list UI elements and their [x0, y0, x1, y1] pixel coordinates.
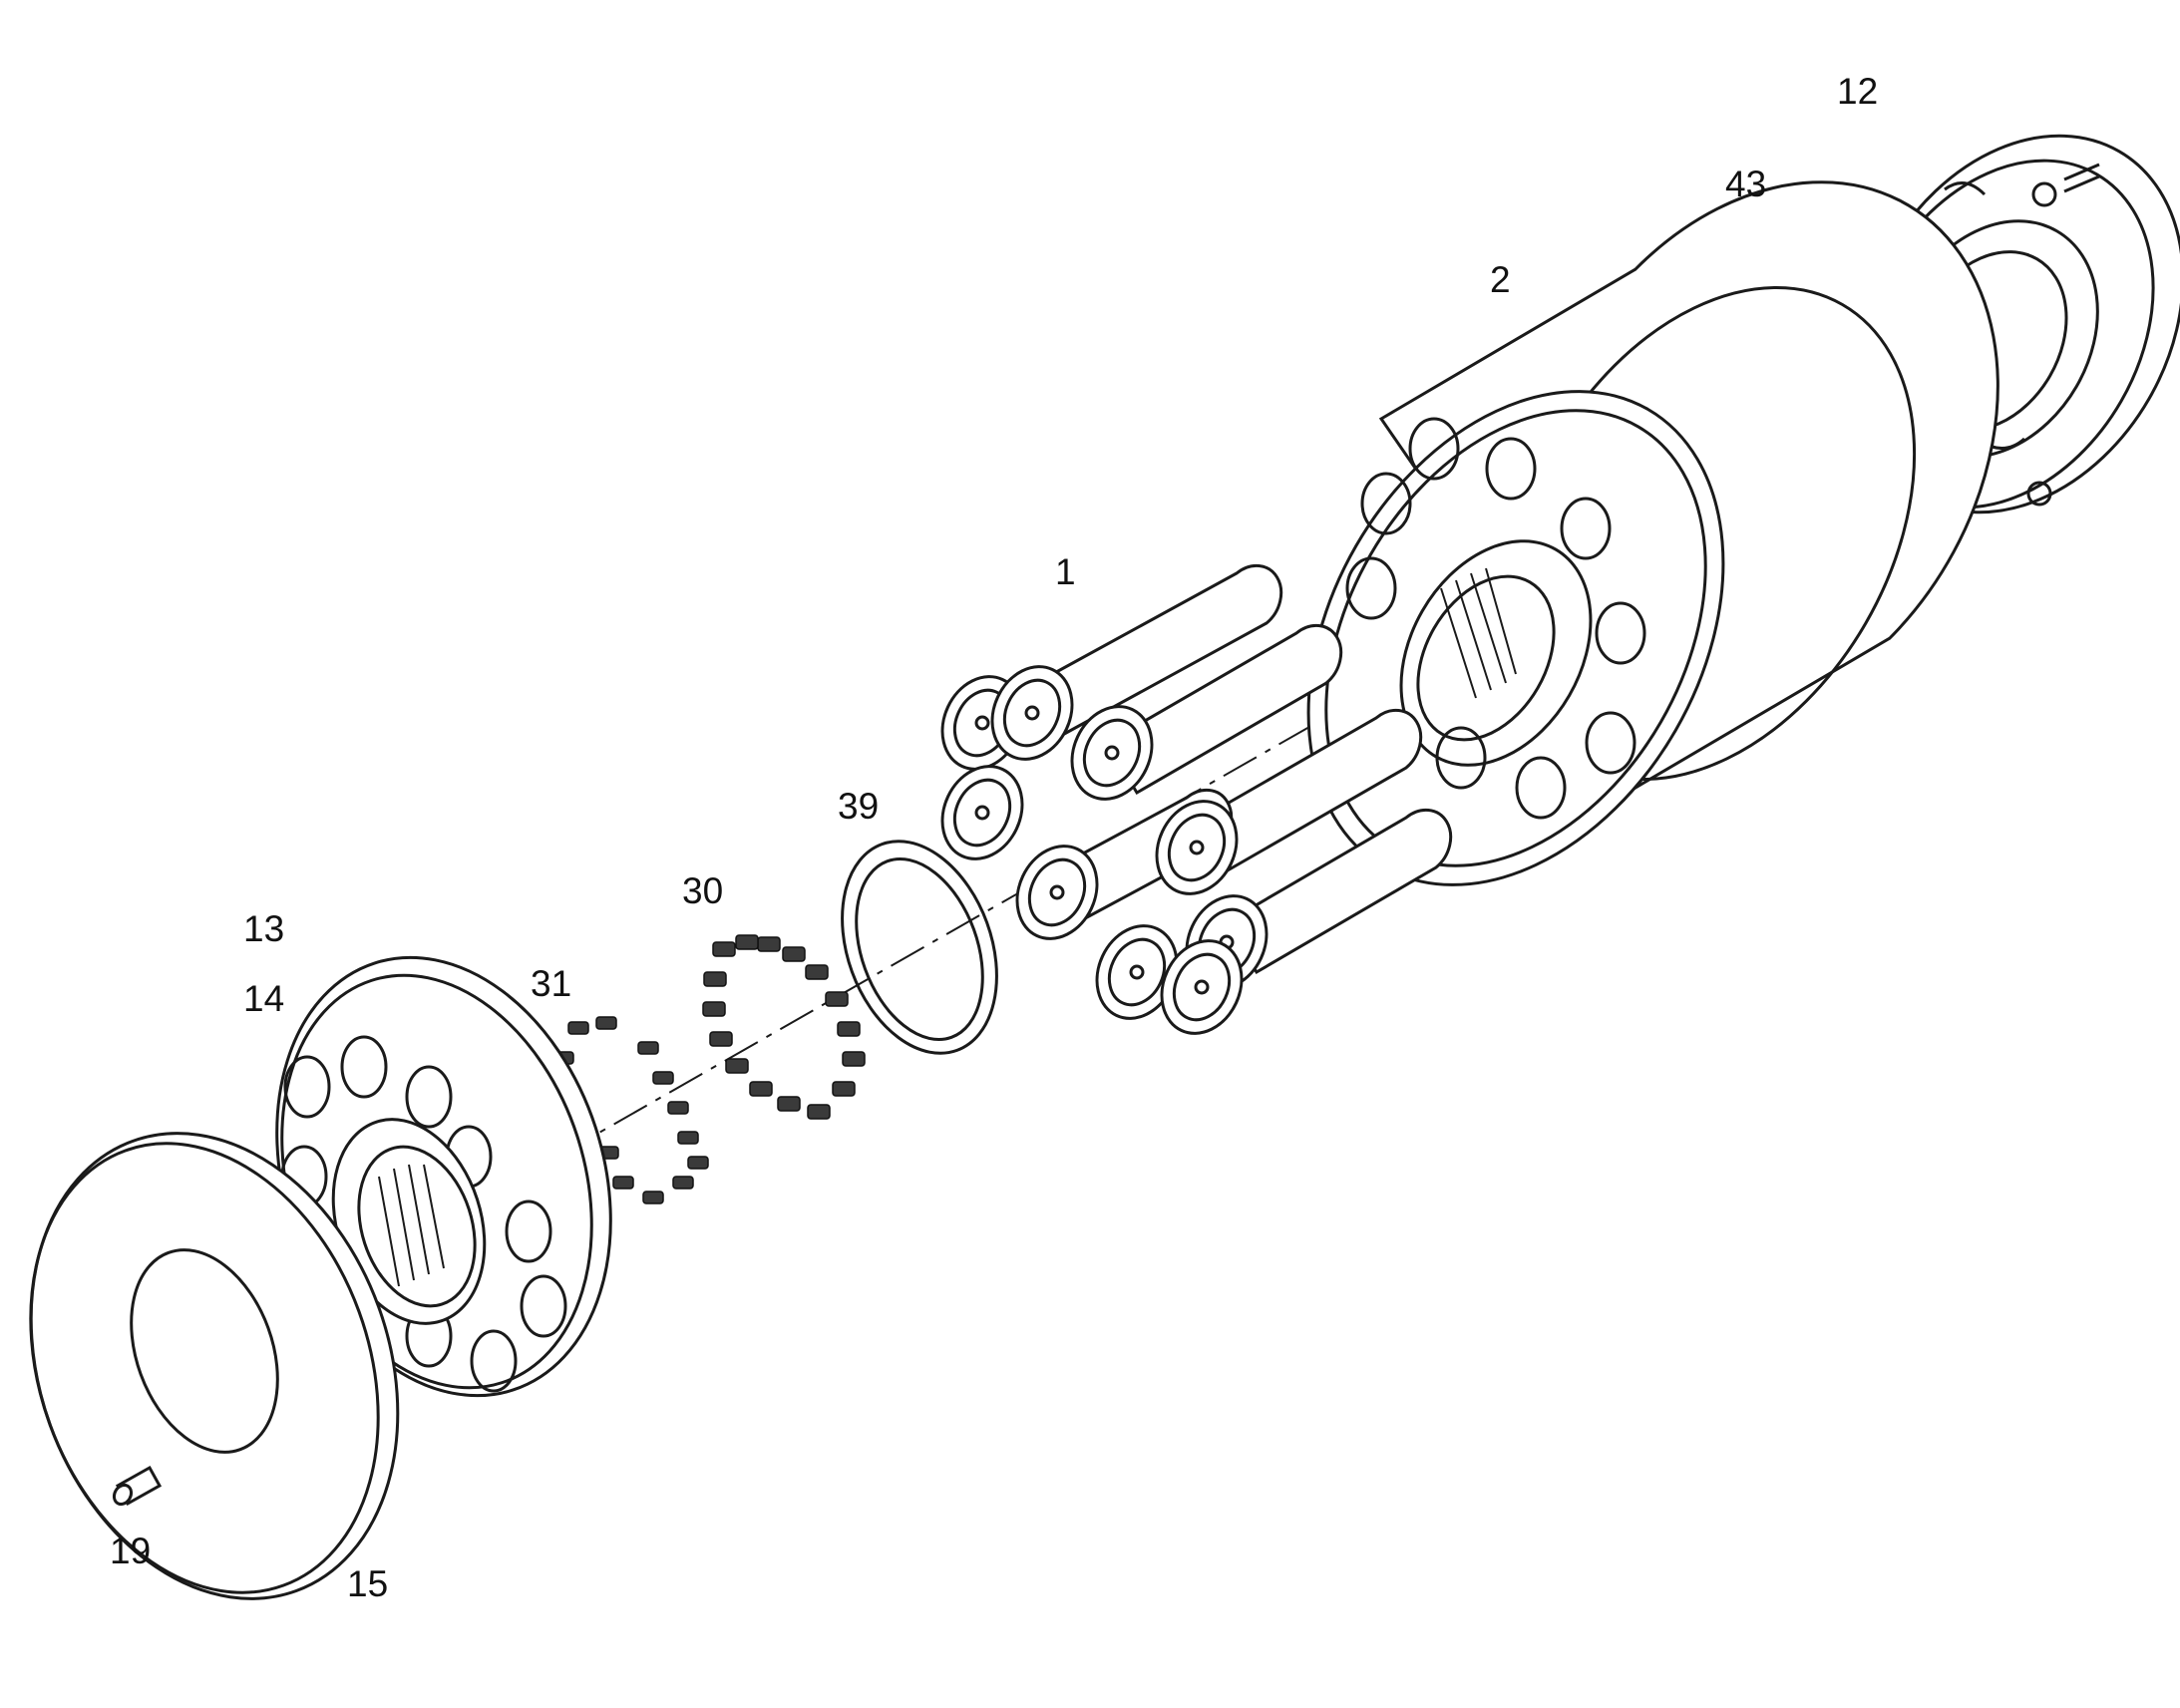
- cylinder-bores: [1345, 417, 1646, 820]
- callout-12: 12: [1837, 71, 1879, 112]
- callout-19: 19: [110, 1531, 152, 1571]
- callout-43: 43: [1725, 164, 1767, 204]
- callout-31: 31: [531, 963, 572, 1004]
- callout-30: 30: [682, 870, 724, 911]
- part-39-ring[interactable]: [815, 820, 1025, 1075]
- callout-13: 13: [243, 908, 285, 949]
- piston-slippers: [940, 665, 1269, 1035]
- callout-1: 1: [1055, 551, 1076, 592]
- callout-14: 14: [243, 978, 285, 1019]
- spline-teeth: [1440, 567, 1517, 699]
- callout-15: 15: [347, 1563, 389, 1604]
- part-30-springs[interactable]: [702, 934, 866, 1120]
- part-2-cylinder-block[interactable]: [1224, 180, 1999, 959]
- callout-2: 2: [1490, 259, 1511, 300]
- part-1-pistons[interactable]: [927, 563, 1453, 1046]
- callout-39: 39: [838, 786, 880, 827]
- part-19-pin[interactable]: [111, 1465, 163, 1508]
